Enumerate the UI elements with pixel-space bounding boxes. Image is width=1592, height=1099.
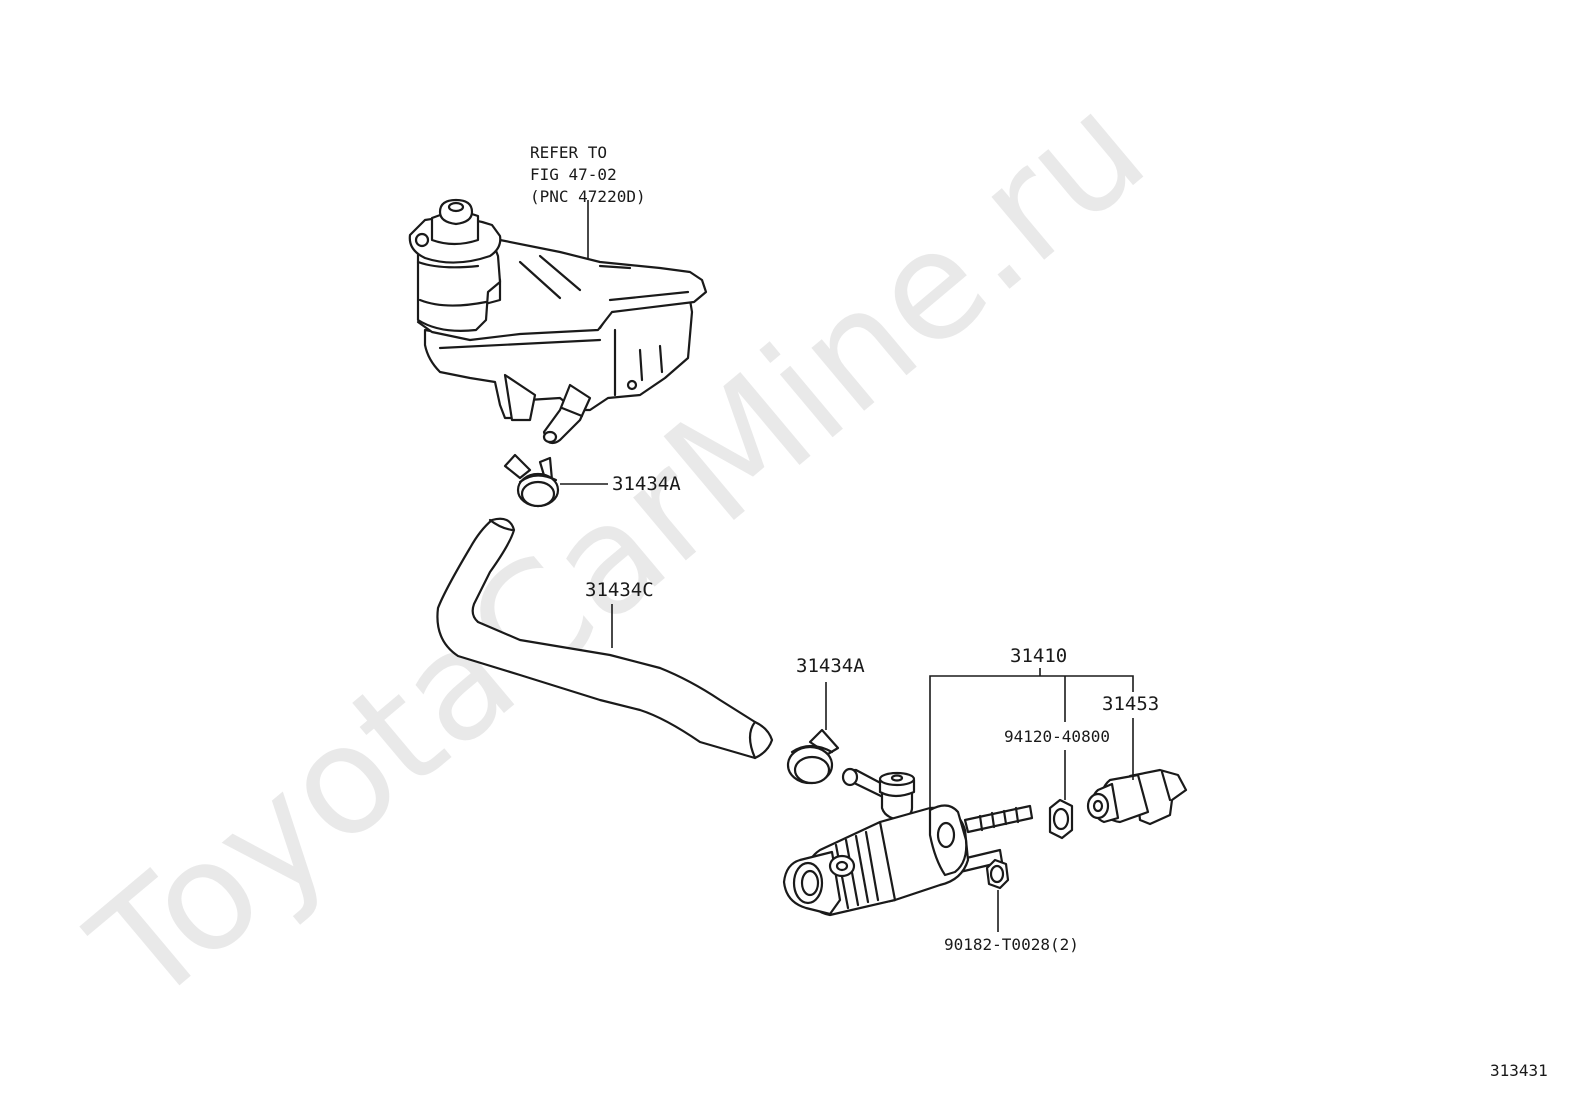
reference-note-line2: FIG 47-02	[530, 165, 617, 184]
label-hose: 31434C	[585, 579, 654, 601]
label-push-rod-clevis: 31453	[1102, 693, 1159, 715]
reservoir-tank	[408, 198, 708, 445]
label-master-cylinder: 31410	[1010, 645, 1067, 667]
hose-clip-upper	[503, 453, 560, 508]
nut	[1048, 798, 1074, 840]
clutch-master-cylinder	[782, 767, 1034, 917]
reference-note-line1: REFER TO	[530, 143, 607, 162]
label-nut: 94120-40800	[1004, 727, 1110, 746]
hose-clip-lower	[786, 728, 840, 785]
reservoir-hose	[436, 517, 774, 760]
watermark: ToyotaCarMine.ru	[61, 62, 1177, 1038]
flange-bolt	[985, 858, 1010, 890]
figure-number: 313431	[1490, 1061, 1548, 1080]
label-bolt: 90182-T0028(2)	[944, 935, 1079, 954]
reference-note-line3: (PNC 47220D)	[530, 187, 646, 206]
push-rod-clevis	[1086, 768, 1188, 826]
label-clip-lower: 31434A	[796, 655, 865, 677]
label-clip-upper: 31434A	[612, 473, 681, 495]
